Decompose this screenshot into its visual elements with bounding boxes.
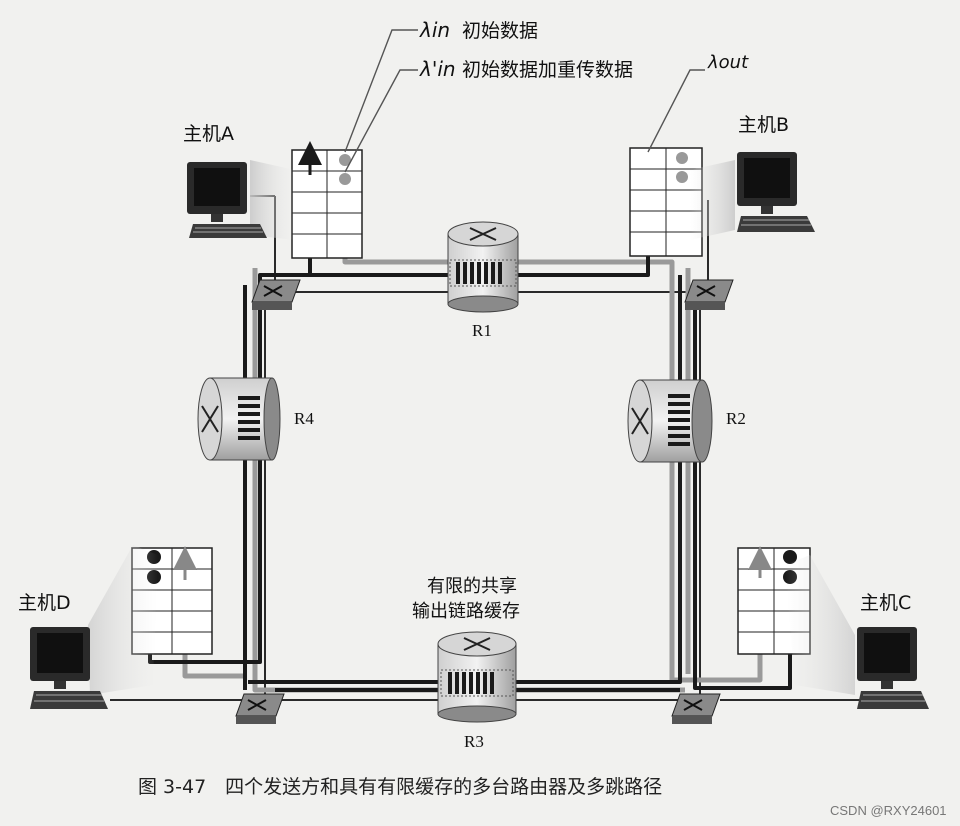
lambda-out-symbol: λout <box>707 52 749 73</box>
buffer-annotation-line2: 输出链路缓存 <box>412 601 520 622</box>
legend-leaders <box>344 29 705 173</box>
buffer-annotation-line1: 有限的共享 <box>427 576 517 597</box>
computer-icon <box>30 545 158 709</box>
host-b-label: 主机B <box>738 114 789 136</box>
router-r4-icon <box>197 377 281 461</box>
router-r1-icon <box>447 221 519 313</box>
router-r2-label: R2 <box>726 409 746 428</box>
link-lines <box>110 195 860 701</box>
lambda-in-prime-label: 初始数据加重传数据 <box>462 59 633 81</box>
switch-icon <box>684 279 734 310</box>
router-r1-label: R1 <box>472 321 492 340</box>
watermark: CSDN @RXY24601 <box>830 803 947 818</box>
figure-caption: 图 3-47 四个发送方和具有有限缓存的多台路由器及多跳路径 <box>138 776 662 798</box>
lambda-in-label: 初始数据 <box>462 20 538 42</box>
router-r3-label: R3 <box>464 732 484 751</box>
router-r4-label: R4 <box>294 409 314 428</box>
router-r3-icon <box>437 631 517 723</box>
lambda-in-symbol: λin <box>419 18 450 42</box>
host-c-label: 主机C <box>860 592 911 614</box>
host-d-label: 主机D <box>18 592 71 614</box>
switch-icon <box>235 693 285 724</box>
switch-icon <box>671 693 721 724</box>
switch-icon <box>251 279 301 310</box>
computer-icon <box>785 555 929 709</box>
lambda-in-prime-symbol: λ'in <box>419 57 456 81</box>
computer-icon <box>187 160 295 240</box>
host-a-label: 主机A <box>183 123 234 145</box>
buffer-host-a <box>291 141 363 259</box>
router-r2-icon <box>627 379 713 463</box>
computer-icon <box>690 152 815 240</box>
